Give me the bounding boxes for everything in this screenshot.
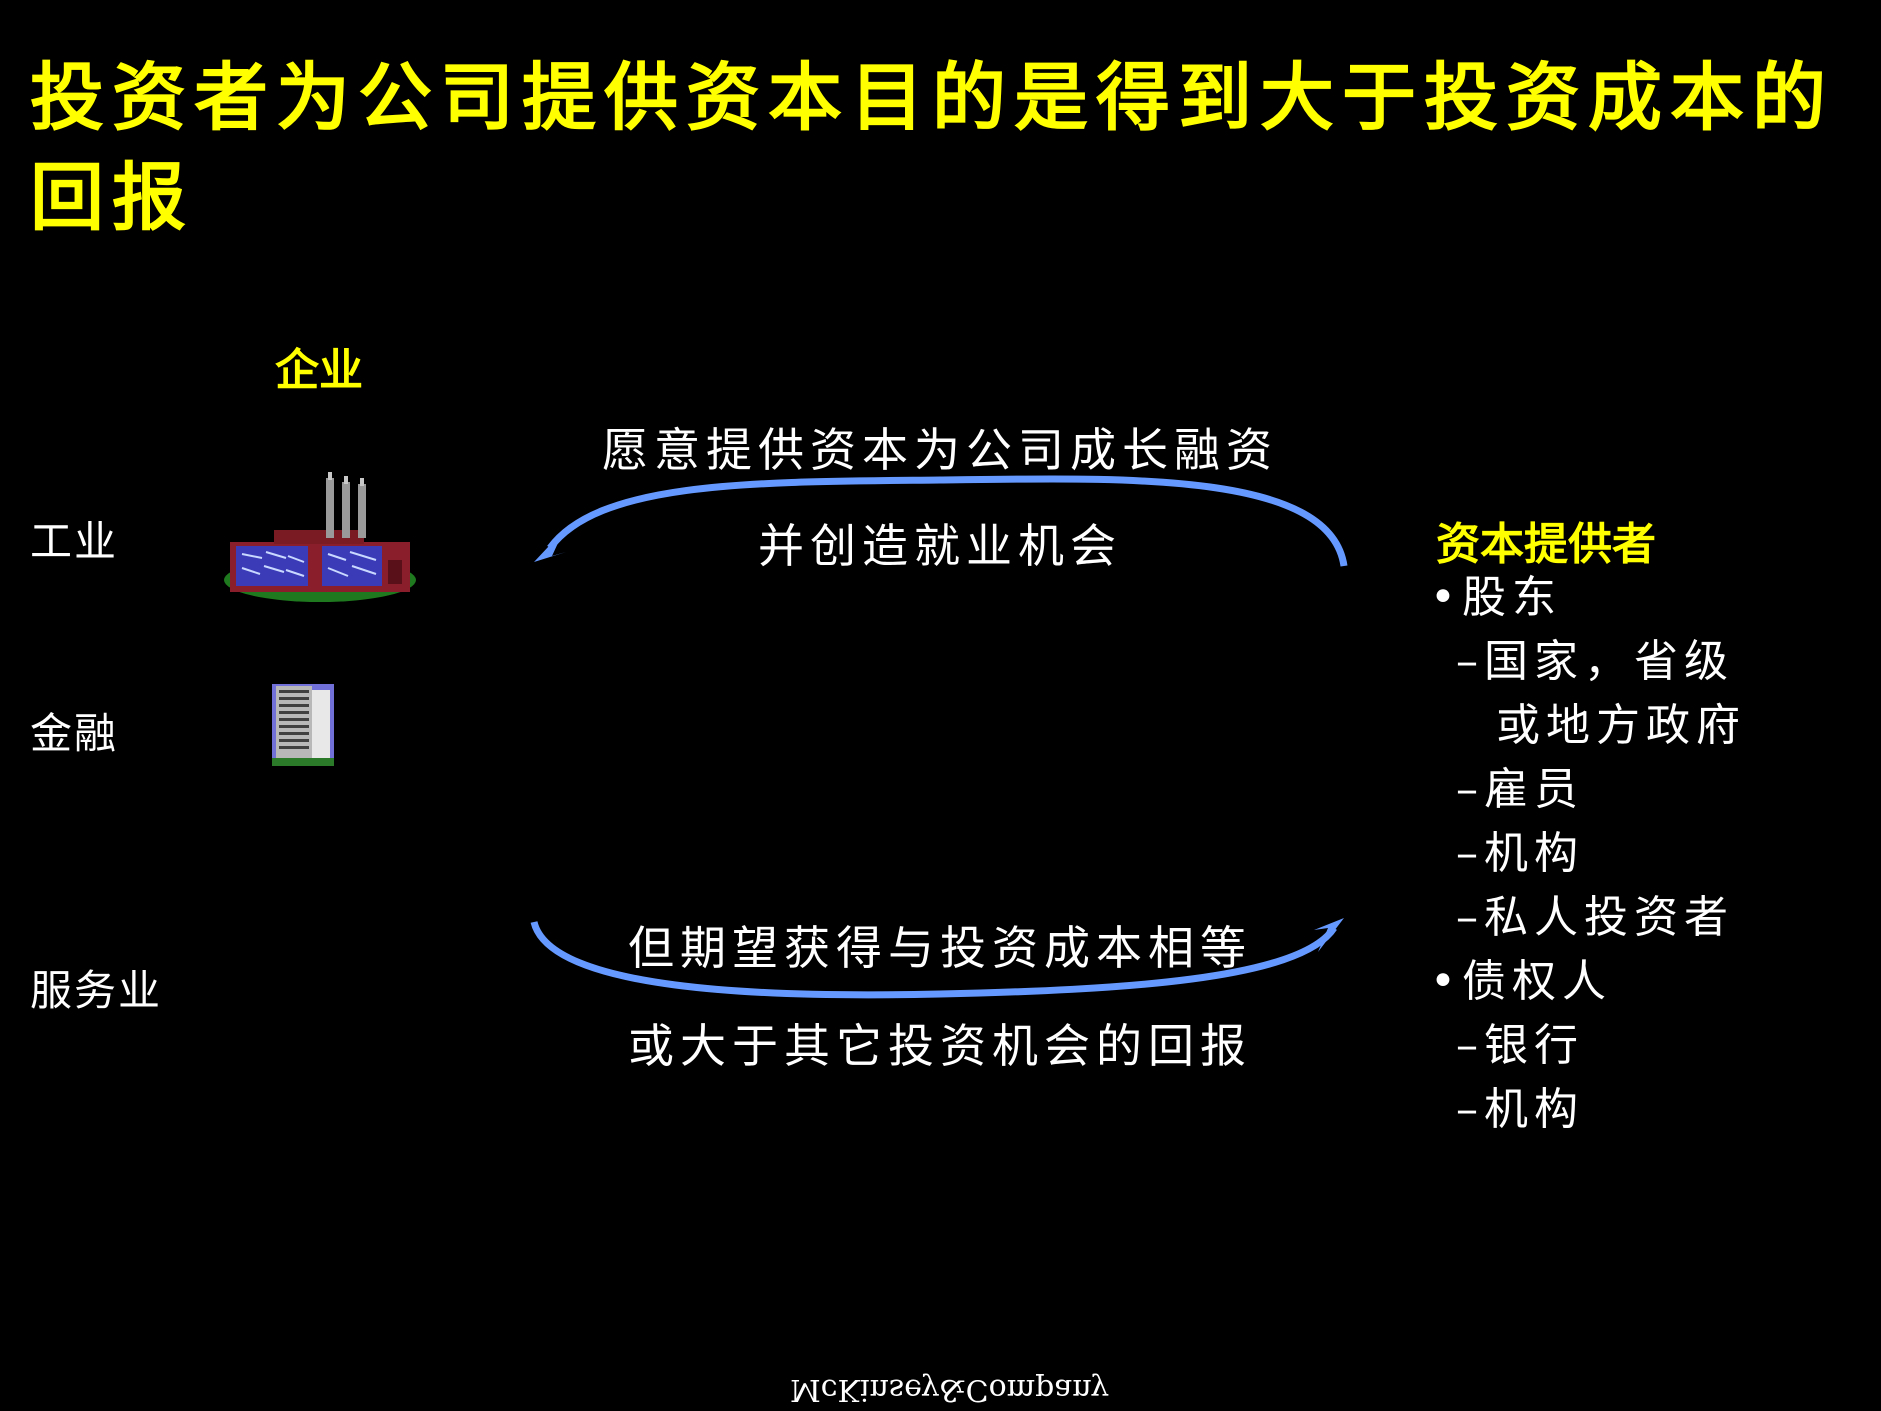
dash-marker: – <box>1456 1084 1484 1135</box>
dash-marker: – <box>1456 892 1484 943</box>
list-item: •股东 <box>1430 566 1746 630</box>
list-item: •债权人 <box>1430 950 1746 1014</box>
list-item: –机构 <box>1430 822 1746 886</box>
flow-bottom-line1: 但期望获得与投资成本相等 <box>628 921 1252 975</box>
list-item: –银行 <box>1430 1014 1746 1078</box>
list-item-text: 雇员 <box>1484 764 1584 815</box>
dash-marker: – <box>1456 764 1484 815</box>
flow-bottom-line2: 或大于其它投资机会的回报 <box>628 1019 1252 1073</box>
list-item-text: 机构 <box>1484 828 1584 879</box>
list-item-text: 股东 <box>1461 572 1562 623</box>
sector-industry-label: 工业 <box>30 517 119 566</box>
list-item-text: 机构 <box>1484 1084 1584 1135</box>
sector-services-label: 服务业 <box>30 966 163 1015</box>
sector-finance-label: 金融 <box>30 709 119 758</box>
list-item-text: 银行 <box>1484 1020 1584 1071</box>
bullet-marker: • <box>1430 956 1462 1007</box>
footer-logo: McKinsey&Company <box>790 1372 1109 1407</box>
factory-icon <box>224 472 416 602</box>
flow-top-line2: 并创造就业机会 <box>758 519 1122 573</box>
enterprise-heading: 企业 <box>275 345 363 396</box>
list-item: –国家，省级 <box>1430 630 1746 694</box>
dash-marker: – <box>1456 828 1484 879</box>
providers-list: •股东 –国家，省级 或地方政府 –雇员 –机构 –私人投资者 •债权人 –银行… <box>1430 566 1746 1142</box>
list-item-text: 国家，省级 <box>1484 636 1734 687</box>
office-building-icon <box>272 684 334 766</box>
dash-marker: – <box>1456 636 1484 687</box>
list-item: –私人投资者 <box>1430 886 1746 950</box>
list-item-text: 私人投资者 <box>1484 892 1734 943</box>
list-item: –机构 <box>1430 1078 1746 1142</box>
list-item: –雇员 <box>1430 758 1746 822</box>
list-item-text: 或地方政府 <box>1496 700 1746 751</box>
list-item-text: 债权人 <box>1461 956 1612 1007</box>
page-title: 投资者为公司提供资本目的是得到大于投资成本的回报 <box>30 55 1834 241</box>
bullet-marker: • <box>1430 572 1462 623</box>
list-item: 或地方政府 <box>1430 694 1746 758</box>
providers-heading: 资本提供者 <box>1436 519 1656 570</box>
flow-top-line1: 愿意提供资本为公司成长融资 <box>602 423 1278 477</box>
dash-marker: – <box>1456 1020 1484 1071</box>
